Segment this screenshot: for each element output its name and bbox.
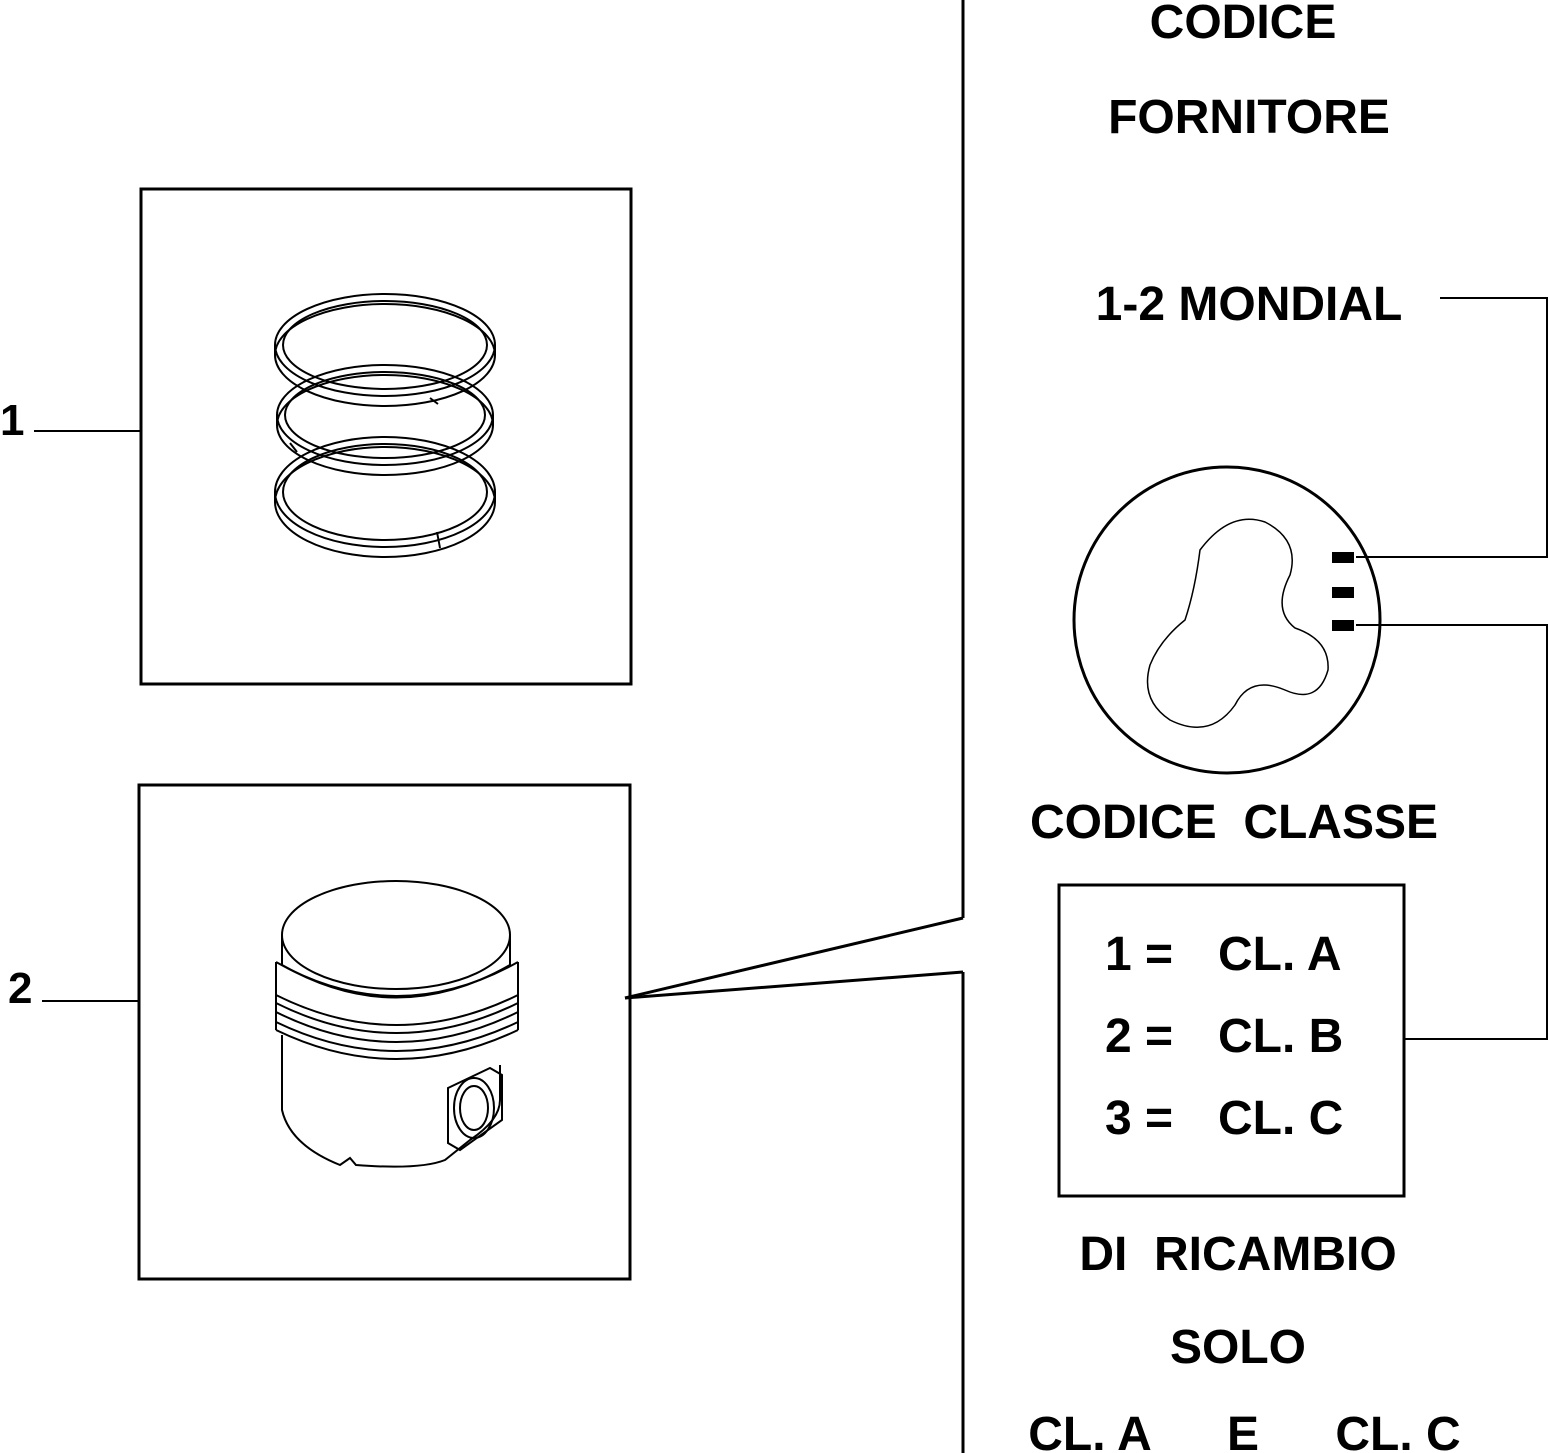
class-table: 1 = CL. A 2 = CL. B 3 = CL. C: [1105, 928, 1343, 1145]
footer-line-2: SOLO: [1170, 1321, 1306, 1374]
callout-1-number: 1: [0, 396, 24, 445]
footer-line-1: DI RICAMBIO: [1079, 1228, 1396, 1281]
class-table-frame: [1057, 883, 1406, 1198]
part-1-frame: [139, 187, 633, 686]
part-2-frame: [137, 783, 632, 1281]
class-row-2-class: CL. B: [1218, 1010, 1343, 1063]
mark-1: [1332, 552, 1354, 563]
piston-illustration: [275, 880, 519, 1168]
header-line-2: FORNITORE: [1108, 91, 1390, 144]
footer-class-a: CL. A: [1028, 1408, 1152, 1453]
class-connector: [1356, 624, 1548, 1040]
supplier-label: 1-2 MONDIAL: [1096, 278, 1403, 331]
class-code-title: CODICE CLASSE: [1030, 796, 1438, 849]
class-row-1-code: 1 =: [1105, 928, 1173, 981]
right-panel: CODICE FORNITORE 1-2 MONDIAL CODICE CLAS…: [1028, 0, 1548, 1453]
part-1-group: 1: [0, 187, 633, 686]
footer-and: E: [1227, 1408, 1259, 1453]
piston-leader-upper: [624, 916, 964, 1000]
supplier-connector: [1356, 297, 1548, 558]
class-row-1-class: CL. A: [1218, 928, 1342, 981]
callout-2-number: 2: [8, 964, 32, 1013]
class-row-3-code: 3 =: [1105, 1092, 1173, 1145]
mark-2: [1332, 587, 1354, 598]
class-row-2-code: 2 =: [1105, 1010, 1173, 1063]
mark-3: [1332, 620, 1354, 631]
part-2-group: 2: [8, 783, 964, 1281]
header-line-1: CODICE: [1150, 0, 1337, 49]
class-row-3-class: CL. C: [1218, 1092, 1343, 1145]
piston-leader-lower: [624, 970, 964, 1000]
combustion-chamber-outline: [1146, 518, 1329, 728]
piston-rings-illustration: [274, 293, 496, 558]
footer-class-c: CL. C: [1335, 1408, 1460, 1453]
piston-crown-view: [1072, 465, 1382, 775]
